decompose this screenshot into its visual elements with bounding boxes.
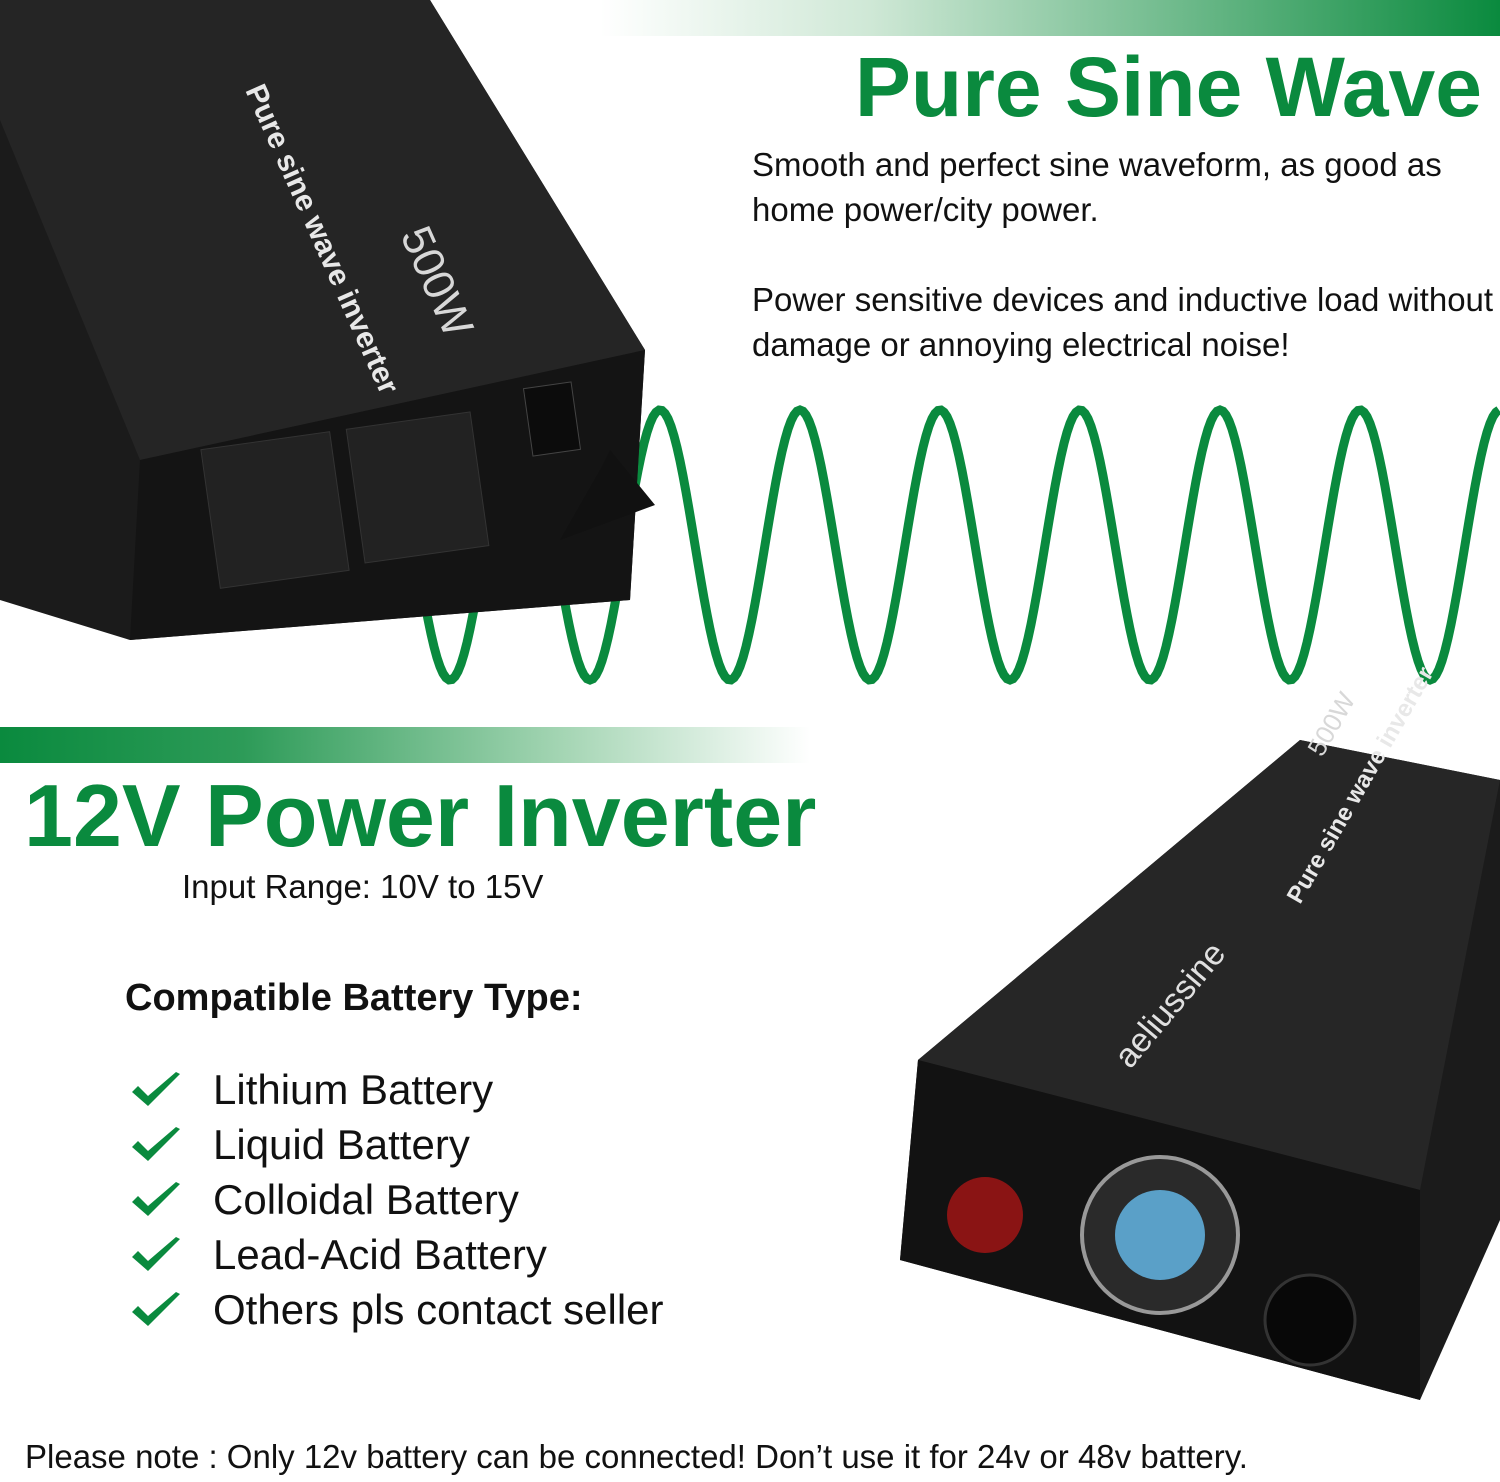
battery-list-item: Others pls contact seller bbox=[130, 1282, 664, 1337]
battery-list-item: Liquid Battery bbox=[130, 1117, 470, 1172]
power-inverter-title: 12V Power Inverter bbox=[24, 766, 817, 865]
battery-list-item: Colloidal Battery bbox=[130, 1172, 519, 1227]
battery-type-label: Lead-Acid Battery bbox=[213, 1230, 547, 1278]
ac-outlet-icon bbox=[345, 411, 490, 564]
product-power-text-2: 500W bbox=[1301, 687, 1361, 761]
warning-note: Please note : Only 12v battery can be co… bbox=[25, 1438, 1248, 1475]
battery-type-label: Liquid Battery bbox=[213, 1120, 470, 1168]
battery-type-label: Lithium Battery bbox=[213, 1065, 494, 1113]
check-icon bbox=[132, 1181, 180, 1216]
bottom-gradient-bar bbox=[0, 727, 810, 763]
inverter-top-image: Pure sine wave inverter 500W bbox=[0, 0, 655, 640]
power-switch-icon bbox=[522, 381, 582, 457]
load-description: Power sensitive devices and inductive lo… bbox=[752, 281, 1494, 363]
ac-outlet-icon bbox=[200, 431, 350, 589]
check-icon bbox=[132, 1236, 180, 1271]
inverter-bottom-image: Pure sine wave inverter 500W aeliussine bbox=[900, 662, 1500, 1400]
pure-sine-wave-title: Pure Sine Wave bbox=[854, 40, 1482, 134]
battery-list-item: Lithium Battery bbox=[130, 1062, 493, 1117]
sine-description: Smooth and perfect sine waveform, as goo… bbox=[752, 146, 1442, 228]
check-icon bbox=[132, 1291, 180, 1326]
battery-list-item: Lead-Acid Battery bbox=[130, 1227, 547, 1282]
positive-terminal-icon bbox=[947, 1177, 1023, 1253]
top-gradient-bar bbox=[600, 0, 1500, 36]
check-icon bbox=[132, 1126, 180, 1161]
sine-wave bbox=[405, 405, 1500, 685]
check-icon bbox=[132, 1071, 180, 1106]
battery-type-label: Others pls contact seller bbox=[213, 1285, 664, 1333]
battery-type-label: Colloidal Battery bbox=[213, 1175, 519, 1223]
compatible-heading: Compatible Battery Type: bbox=[125, 977, 583, 1019]
input-range-text: Input Range: 10V to 15V bbox=[182, 868, 544, 905]
negative-terminal-icon bbox=[1263, 1273, 1357, 1367]
